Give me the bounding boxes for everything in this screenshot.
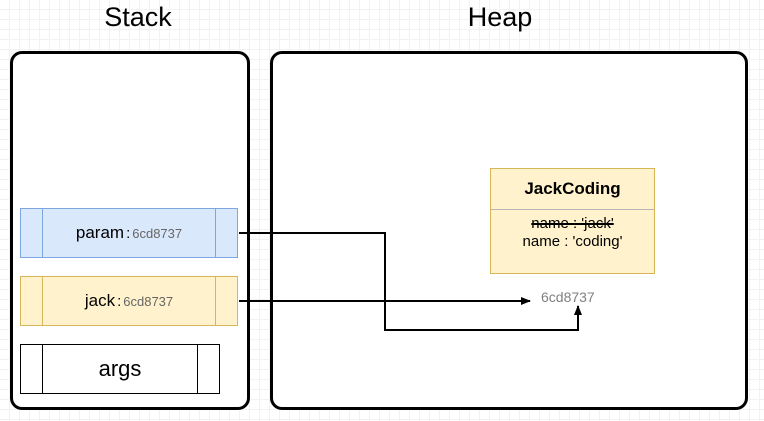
heap-object-fields: name : 'jack' name : 'coding' bbox=[491, 210, 654, 250]
variable-name: jack bbox=[84, 291, 116, 310]
variable-separator: : bbox=[126, 224, 131, 242]
frame-left-cap bbox=[21, 345, 43, 393]
frame-left-cap bbox=[21, 209, 43, 257]
frame-right-cap bbox=[215, 277, 237, 325]
heap-object-class-name: JackCoding bbox=[491, 169, 654, 210]
heap-title: Heap bbox=[467, 2, 533, 32]
stack-frame-args[interactable]: args bbox=[20, 344, 220, 394]
heap-address-label: 6cd8737 bbox=[541, 289, 595, 305]
variable-name: param bbox=[75, 223, 125, 242]
frame-body: param : 6cd8737 bbox=[43, 209, 215, 257]
frame-body: args bbox=[43, 345, 197, 393]
stack-title: Stack bbox=[104, 2, 172, 32]
stack-frame-param[interactable]: param : 6cd8737 bbox=[20, 208, 238, 258]
heap-object-jackcoding[interactable]: JackCoding name : 'jack' name : 'coding' bbox=[490, 168, 655, 274]
frame-body: jack : 6cd8737 bbox=[43, 277, 215, 325]
heap-object-field-old: name : 'jack' bbox=[531, 215, 614, 232]
frame-right-cap bbox=[215, 209, 237, 257]
variable-value: 6cd8737 bbox=[132, 225, 183, 241]
frame-right-cap bbox=[197, 345, 219, 393]
args-label: args bbox=[98, 356, 142, 381]
frame-left-cap bbox=[21, 277, 43, 325]
variable-separator: : bbox=[117, 292, 122, 310]
stack-frame-jack[interactable]: jack : 6cd8737 bbox=[20, 276, 238, 326]
variable-value: 6cd8737 bbox=[123, 293, 174, 309]
heap-object-field-new: name : 'coding' bbox=[522, 233, 623, 250]
